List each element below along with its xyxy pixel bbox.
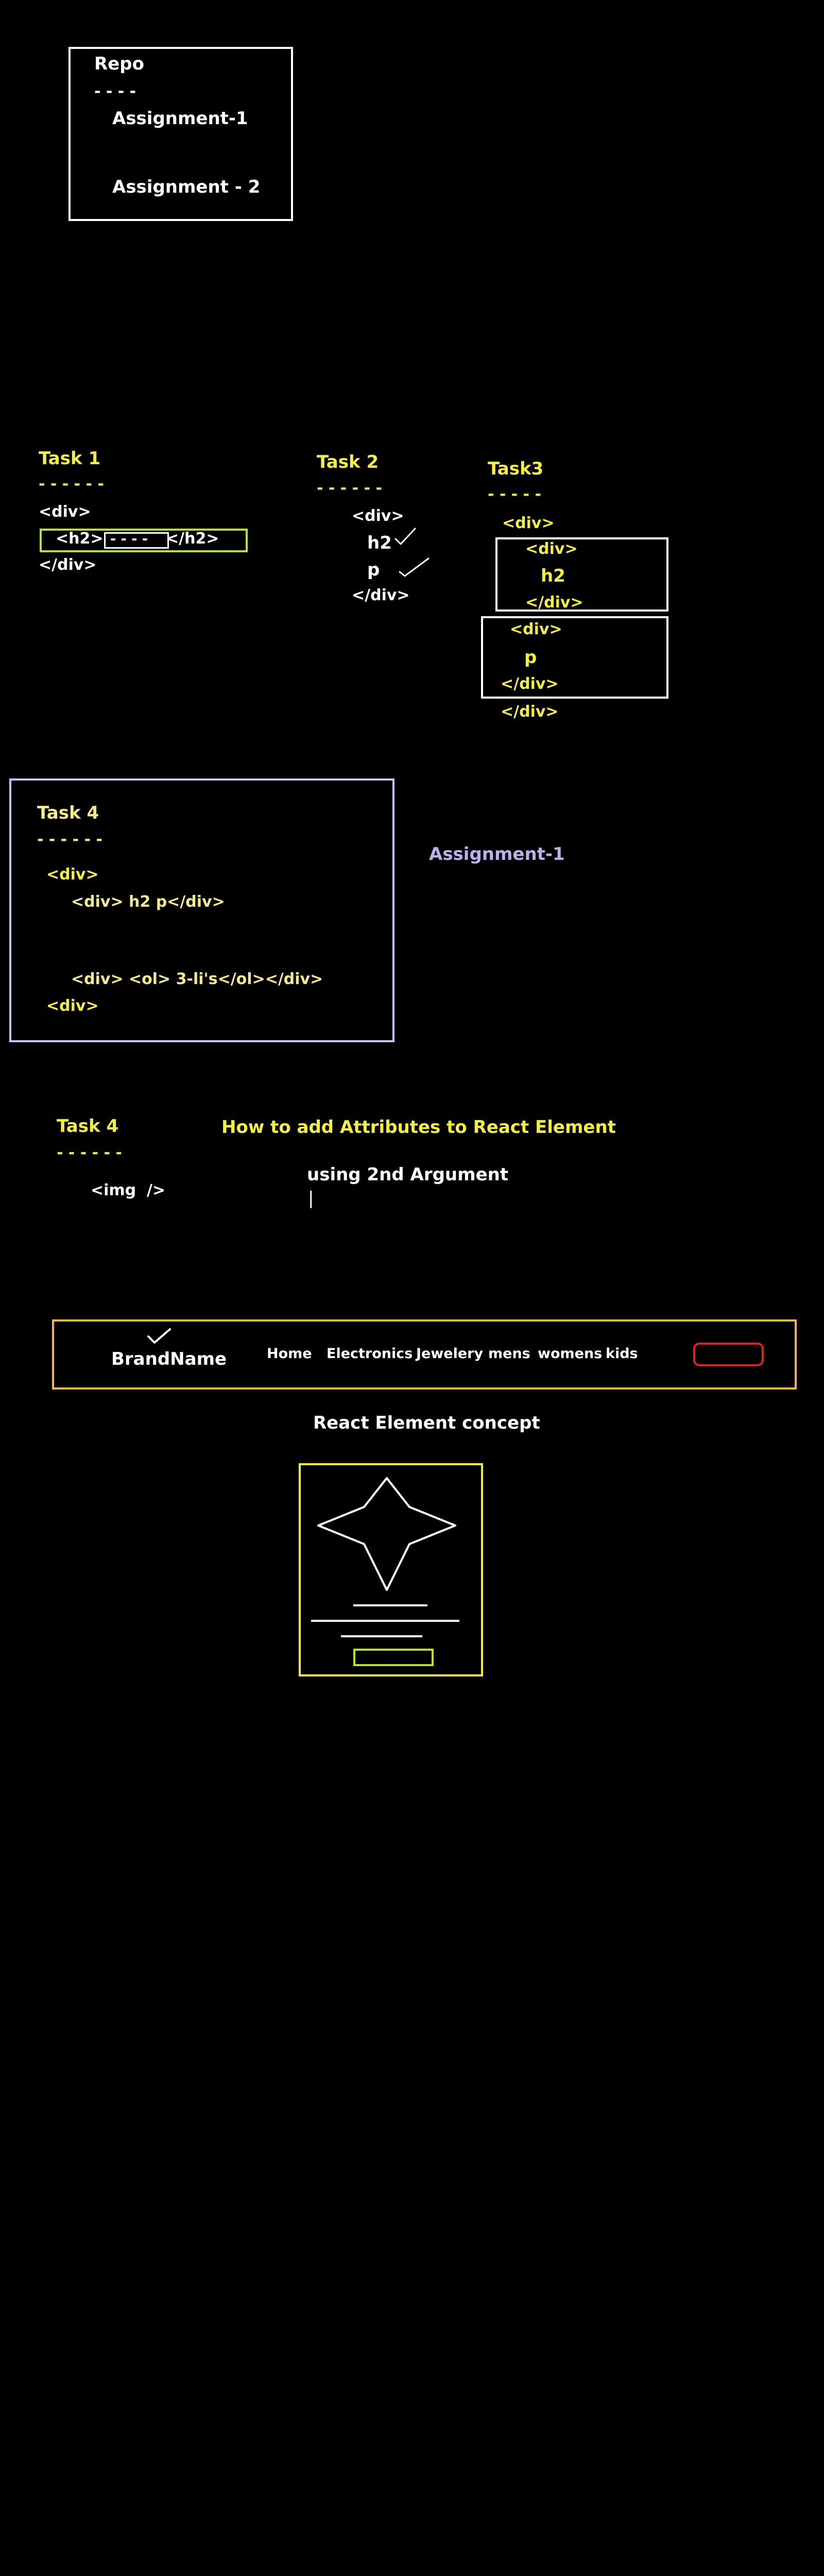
task2-h2: h2 <box>367 533 392 553</box>
task4-assignment-label: Assignment-1 <box>429 844 565 865</box>
task4b-img: <img /> <box>91 1181 166 1199</box>
task1-open-div: <div> <box>39 503 91 521</box>
task4-line-4: <div> <box>46 997 99 1015</box>
navbar-link-jewelery[interactable]: Jewelery <box>416 1346 484 1362</box>
task2-title: Task 2 <box>317 452 379 472</box>
task1-h2-open: <h2> <box>56 530 104 548</box>
navbar-link-electronics[interactable]: Electronics <box>327 1346 413 1362</box>
task4-title: Task 4 <box>37 803 99 823</box>
task2-close-div: </div> <box>352 586 410 604</box>
task2-p: p <box>367 560 380 580</box>
check-mark-icon <box>399 557 430 577</box>
card-frame <box>299 1463 483 1676</box>
navbar-link-mens[interactable]: mens <box>488 1346 530 1362</box>
check-mark-icon <box>394 528 416 545</box>
card-button[interactable] <box>353 1649 434 1666</box>
repo-item-assignment-1: Assignment-1 <box>112 108 248 129</box>
task3-dashes: - - - - - <box>488 485 542 503</box>
task3-inner2-content: p <box>524 647 537 668</box>
navbar-brand[interactable]: BrandName <box>111 1349 227 1369</box>
task4-line-1: <div> <box>46 866 99 884</box>
task3-outer-open: <div> <box>502 514 555 532</box>
task4-dashes: - - - - - - <box>37 831 102 849</box>
task4b-title: Task 4 <box>57 1116 119 1137</box>
task3-inner1-content: h2 <box>541 566 565 586</box>
navbar-frame <box>52 1319 797 1389</box>
task3-inner2-open: <div> <box>510 620 562 638</box>
task2-open-div: <div> <box>352 507 404 525</box>
task1-close-div: </div> <box>39 556 97 574</box>
repo-box <box>68 47 293 221</box>
navbar-link-home[interactable]: Home <box>267 1346 312 1362</box>
task3-inner-box-1 <box>495 537 668 612</box>
task3-inner1-close: </div> <box>525 594 583 612</box>
task2-dashes: - - - - - - <box>317 479 382 497</box>
task4-box <box>9 778 394 1042</box>
task3-inner2-close: </div> <box>501 675 559 693</box>
task3-inner1-open: <div> <box>525 540 578 558</box>
repo-item-assignment-2: Assignment - 2 <box>112 177 261 197</box>
task1-h2-box <box>40 529 248 552</box>
task1-dashes: - - - - - - <box>39 475 104 493</box>
navbar-link-womens[interactable]: womens <box>538 1346 603 1362</box>
task4-line-2: <div> h2 p</div> <box>71 893 225 911</box>
task3-outer-close: </div> <box>501 703 559 721</box>
task4-line-3: <div> <ol> 3-li's</ol></div> <box>71 970 323 988</box>
task1-h2-content-box <box>104 532 169 549</box>
task3-title: Task3 <box>488 459 544 479</box>
task4b-heading: How to add Attributes to React Element <box>221 1117 616 1138</box>
task1-title: Task 1 <box>39 448 101 469</box>
task4b-cursor: | <box>308 1188 314 1209</box>
repo-title: Repo <box>94 54 144 74</box>
star-icon <box>317 1477 456 1591</box>
task3-inner-box-2 <box>481 616 668 699</box>
check-mark-icon <box>147 1328 171 1344</box>
task4b-note: using 2nd Argument <box>307 1164 509 1185</box>
navbar-button[interactable] <box>693 1343 764 1366</box>
concept-title: React Element concept <box>313 1413 540 1433</box>
repo-dashes: - - - - <box>94 82 136 100</box>
task1-h2-close: </h2> <box>166 530 219 548</box>
task1-h2-content: - - - - <box>110 531 148 547</box>
navbar-link-kids[interactable]: kids <box>606 1346 638 1362</box>
task4b-dashes: - - - - - - <box>57 1144 122 1162</box>
